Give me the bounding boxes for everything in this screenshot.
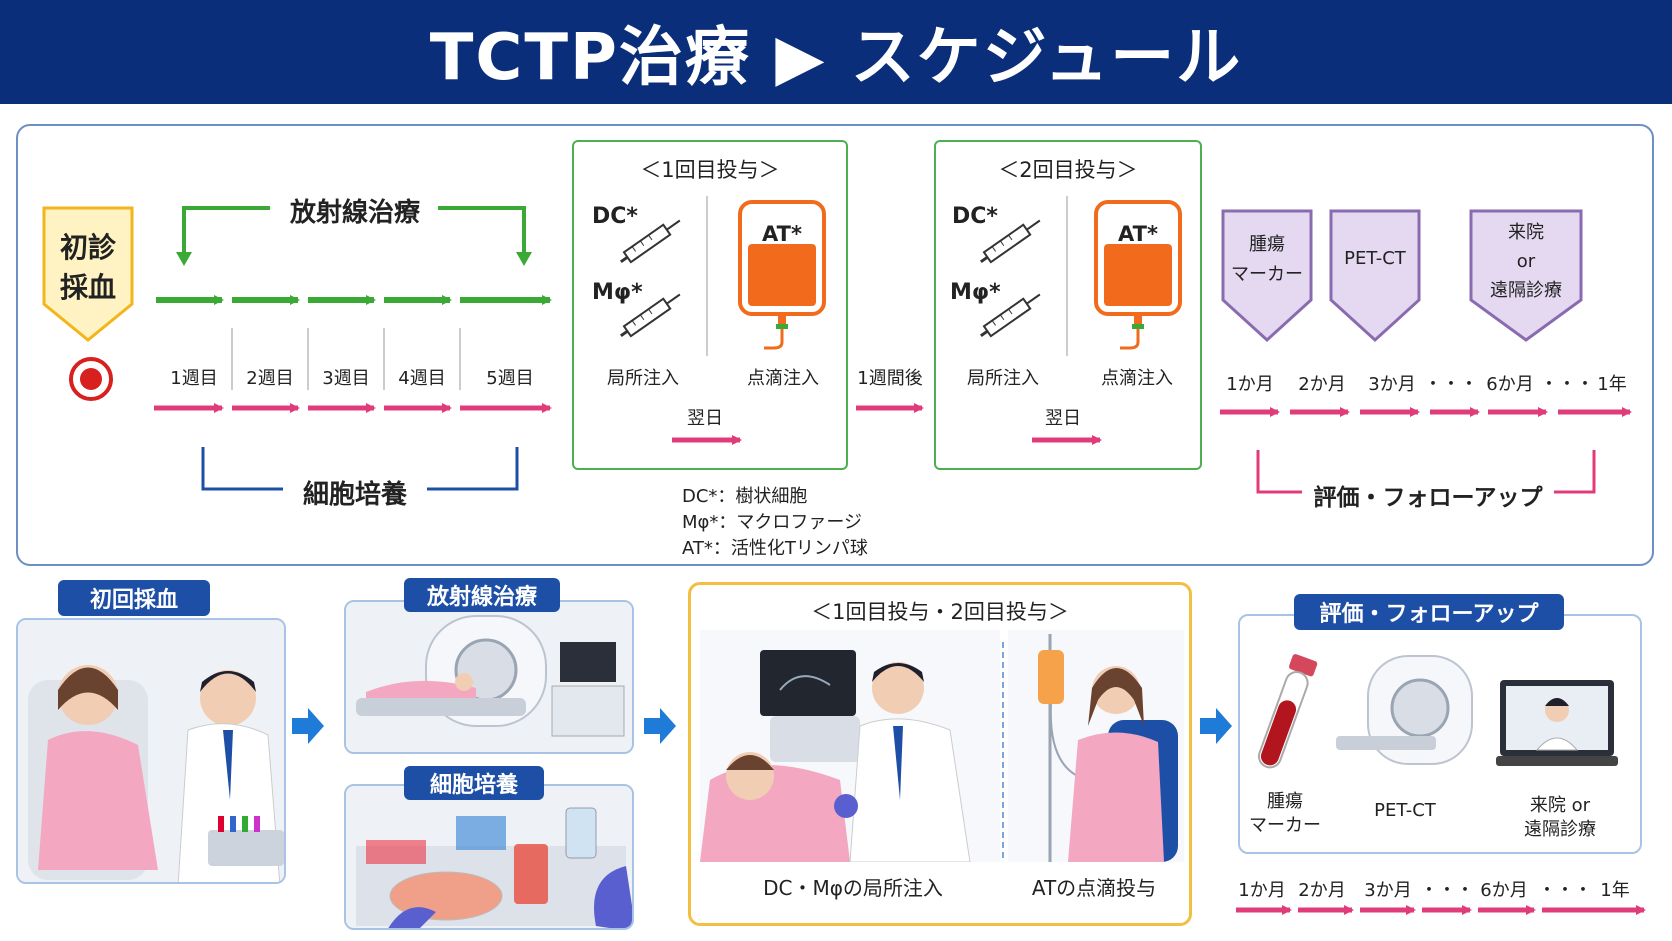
radiation-photo-label: 放射線治療: [404, 578, 560, 612]
local-injection-caption: DC・Mφの局所注入: [763, 876, 943, 900]
next-day-label: 翌日: [687, 408, 723, 429]
culture-photo-label: 細胞培養: [404, 766, 544, 800]
tumor-marker-label: 腫瘍 マーカー: [1231, 234, 1303, 285]
mphi-label: Mφ*: [592, 280, 643, 305]
dose2-title: ＜2回目投与＞: [998, 158, 1138, 182]
syringe-icon: [980, 219, 1041, 264]
radiation-illustration: [344, 600, 634, 754]
culture-illustration: [344, 784, 634, 930]
blood-draw-illustration: [16, 618, 286, 884]
month-label: 2か月: [1298, 880, 1346, 901]
next-day-arrow: [1032, 435, 1102, 445]
radiation-label: 放射線治療: [289, 198, 420, 228]
next-day-arrow: [672, 435, 742, 445]
one-week-arrow: [856, 403, 924, 413]
page-title: TCTP治療 ▶ スケジュール: [429, 21, 1243, 95]
month-label: 1年: [1600, 880, 1630, 901]
month-label: 6か月: [1486, 374, 1534, 395]
radiation-arrows: [156, 295, 552, 305]
telemedicine-monitor-icon: [1496, 680, 1618, 766]
abbreviation-legend: DC*：樹状細胞 Mφ*：マクロファージ AT*：活性化Tリンパ球: [682, 484, 868, 562]
eval-photo-label: 評価・フォローアップ: [1294, 594, 1564, 630]
eval-bracket: [1256, 450, 1596, 494]
month-label: ・・・: [1424, 374, 1478, 395]
blood-draw-label: 初回採血: [58, 580, 210, 616]
one-week-later-label: 1週間後: [857, 368, 923, 389]
month-label: 1年: [1597, 374, 1627, 395]
divider: [1066, 196, 1068, 356]
dc-label: DC*: [592, 204, 638, 229]
tumor-marker-caption: 腫瘍 マーカー: [1249, 791, 1321, 836]
iv-bag-icon: [738, 200, 826, 350]
target-icon: [69, 357, 113, 401]
syringe-icon: [620, 219, 681, 264]
divider: [1002, 642, 1004, 858]
flow-arrow-icon: [644, 708, 676, 744]
syringe-icon: [620, 293, 681, 338]
week-arrows: [154, 403, 552, 413]
local-injection-illustration: [700, 630, 1000, 862]
pet-ct-label: PET-CT: [1344, 248, 1406, 269]
drip-caption: ATの点滴投与: [1031, 876, 1157, 900]
dose-panel-title: ＜1回目投与・2回目投与＞: [811, 600, 1069, 624]
pet-ct-badge: [1329, 209, 1421, 343]
local-injection-label: 局所注入: [967, 368, 1039, 389]
at-label: AT*: [762, 222, 802, 246]
divider: [706, 196, 708, 356]
legend-item: AT*：活性化Tリンパ球: [682, 538, 868, 559]
iv-bag-icon: [1094, 200, 1182, 350]
drip-injection-label: 点滴注入: [747, 368, 819, 389]
pet-ct-caption: PET-CT: [1374, 800, 1436, 821]
month-label: 3か月: [1364, 880, 1412, 901]
page-header: TCTP治療 ▶ スケジュール: [0, 0, 1672, 104]
pet-ct-scanner-icon: [1336, 655, 1473, 765]
blood-tube-icon: [1257, 654, 1318, 769]
schedule-panel: [16, 124, 1654, 566]
month-label: 6か月: [1480, 880, 1528, 901]
week-separators: [231, 328, 461, 390]
month-arrows: [1236, 905, 1646, 915]
drip-injection-label: 点滴注入: [1101, 368, 1173, 389]
visit-badge: [1469, 209, 1583, 342]
eval-label: 評価・フォローアップ: [1313, 485, 1543, 511]
month-label: 1か月: [1238, 880, 1286, 901]
next-day-label: 翌日: [1045, 408, 1081, 429]
dose1-title: ＜1回目投与＞: [640, 158, 780, 182]
flow-arrow-icon: [292, 708, 324, 744]
dc-label: DC*: [952, 204, 998, 229]
week-label: 1週目: [170, 368, 218, 389]
initial-visit-label: 初診 採血: [59, 231, 116, 304]
flow-arrow-icon: [1200, 708, 1232, 744]
legend-item: DC*：樹状細胞: [682, 486, 808, 507]
at-label: AT*: [1118, 222, 1158, 246]
week-label: 2週目: [246, 368, 294, 389]
culture-label: 細胞培養: [302, 480, 407, 510]
tumor-marker-badge: [1221, 209, 1313, 343]
week-label: 4週目: [398, 368, 446, 389]
week-label: 5週目: [486, 368, 534, 389]
drip-illustration: [1008, 630, 1184, 862]
local-injection-label: 局所注入: [607, 368, 679, 389]
month-label: 1か月: [1226, 374, 1274, 395]
visit-caption: 来院 or 遠隔診療: [1524, 795, 1596, 840]
month-label: ・・・: [1420, 880, 1474, 901]
radiation-bracket: [176, 206, 532, 266]
month-label: ・・・: [1540, 374, 1594, 395]
month-label: ・・・: [1538, 880, 1592, 901]
culture-bracket: [201, 447, 519, 491]
month-label: 3か月: [1368, 374, 1416, 395]
initial-visit-badge: [42, 206, 134, 342]
mphi-label: Mφ*: [950, 280, 1001, 305]
legend-item: Mφ*：マクロファージ: [682, 512, 863, 533]
visit-label: 来院 or 遠隔診療: [1490, 222, 1562, 301]
month-arrows: [1220, 407, 1632, 417]
syringe-icon: [980, 293, 1041, 338]
month-label: 2か月: [1298, 374, 1346, 395]
week-label: 3週目: [322, 368, 370, 389]
